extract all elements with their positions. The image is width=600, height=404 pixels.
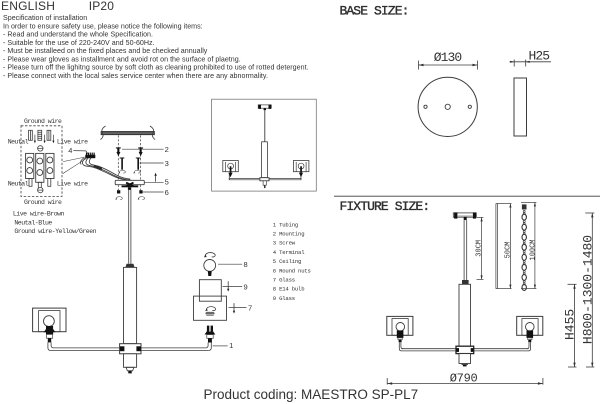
svg-text:8: 8 [244,260,248,269]
svg-text:4 Terminal: 4 Terminal [273,249,305,256]
svg-text:BASE SIZE:: BASE SIZE: [340,3,409,18]
svg-text:Ø790: Ø790 [450,372,478,386]
svg-text:7 Glass: 7 Glass [273,277,295,284]
svg-text:50CM: 50CM [504,242,512,259]
svg-text:Ground wire-Yellow/Green: Ground wire-Yellow/Green [14,228,96,235]
svg-text:Live wire: Live wire [57,180,88,187]
svg-text:Ground wire: Ground wire [24,118,62,125]
svg-text:H25: H25 [529,49,550,64]
svg-text:5: 5 [165,177,169,186]
svg-text:Product coding: MAESTRO SP-PL7: Product coding: MAESTRO SP-PL7 [204,387,419,402]
svg-text:H800-1300-1480: H800-1300-1480 [581,235,596,344]
svg-text:7: 7 [248,304,252,313]
svg-text:6: 6 [165,188,169,197]
svg-text:2 Mounting: 2 Mounting [273,231,305,238]
svg-text:FIXTURE SIZE:: FIXTURE SIZE: [340,199,430,214]
svg-text:Ø130: Ø130 [434,50,462,65]
svg-text:30CM: 30CM [475,240,483,257]
svg-text:1: 1 [229,341,233,350]
svg-text:H455: H455 [563,309,578,340]
svg-text:- Please connect with the loca: - Please connect with the local sales se… [3,72,268,80]
svg-text:Neutal-Blue: Neutal-Blue [14,220,52,227]
svg-text:Live wire-Brown: Live wire-Brown [13,210,65,217]
svg-text:IP20: IP20 [89,0,115,13]
svg-text:- Please wear gloves as instal: - Please wear gloves as installment and … [3,55,241,63]
svg-text:Specification of installation: Specification of installation [3,14,87,22]
svg-text:9: 9 [244,283,248,292]
svg-text:- Suitable for the use of 220-: - Suitable for the use of 220-240V and 5… [3,39,155,47]
svg-text:3 Screw: 3 Screw [273,240,296,247]
svg-text:Ground wire: Ground wire [24,199,62,206]
svg-text:8 E14 bulb: 8 E14 bulb [273,286,305,293]
svg-text:100CM: 100CM [529,239,537,260]
svg-text:5 Ceiling: 5 Ceiling [273,258,301,265]
svg-text:Neutal: Neutal [8,139,29,146]
svg-text:6 Round nuts: 6 Round nuts [273,267,311,274]
svg-text:- Please turn off the lighitng: - Please turn off the lighitng source by… [3,64,309,72]
svg-text:- Read and understand the whol: - Read and understand the whole Specific… [3,31,153,39]
svg-text:2: 2 [165,145,169,154]
svg-text:1 Tubing: 1 Tubing [273,221,298,228]
svg-text:ENGLISH: ENGLISH [1,0,55,13]
svg-text:4: 4 [68,146,72,155]
svg-text:- Must be installeed on the fi: - Must be installeed on the fixed places… [3,47,208,55]
svg-text:Neutal: Neutal [8,180,29,187]
svg-text:Live wire: Live wire [57,139,88,146]
svg-text:9 Glass: 9 Glass [273,295,295,302]
svg-text:In order to ensure safety use,: In order to ensure safety use, please no… [3,22,203,30]
svg-text:3: 3 [165,159,169,168]
